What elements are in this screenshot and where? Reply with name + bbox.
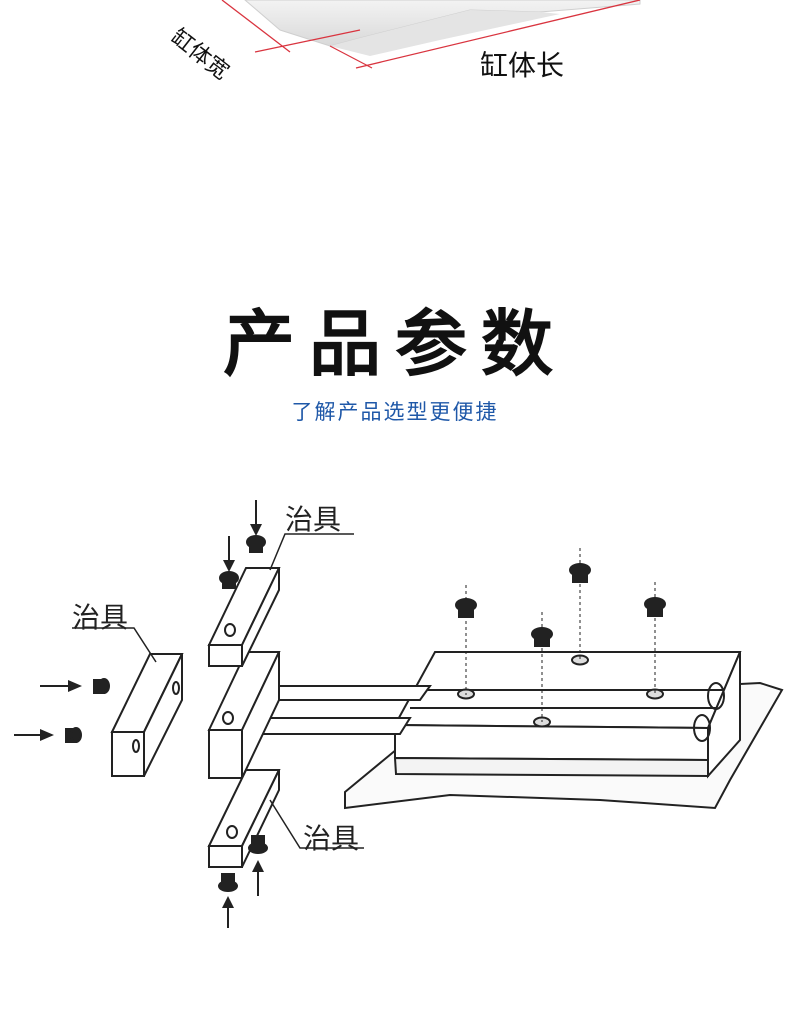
arrow-icon bbox=[250, 500, 262, 536]
arrow-icon bbox=[40, 680, 82, 692]
leader-line-bottom bbox=[269, 799, 364, 849]
screw-icon bbox=[644, 597, 666, 617]
length-dimension-line bbox=[355, 0, 641, 69]
port-hole bbox=[707, 682, 725, 710]
screw-icon bbox=[531, 627, 553, 647]
fixture-bar-bottom bbox=[207, 769, 281, 868]
leader-line-left bbox=[72, 627, 157, 663]
width-extension-line bbox=[254, 29, 361, 53]
section-subtitle: 了解产品选型更便捷 bbox=[291, 400, 499, 424]
end-plate bbox=[207, 651, 281, 779]
fixture-label-bottom: 治具 bbox=[303, 822, 360, 855]
cylinder-dimension-figure bbox=[221, 0, 641, 69]
section-title: 产品参数 bbox=[222, 302, 567, 386]
fixture-bar-top bbox=[207, 567, 281, 667]
screw-hole bbox=[646, 688, 664, 700]
arrow-icon bbox=[252, 860, 264, 896]
screw-icon bbox=[219, 571, 239, 589]
width-dimension-line bbox=[221, 0, 291, 53]
cylinder-shadow bbox=[330, 10, 560, 56]
slide-cylinder bbox=[393, 651, 742, 779]
arrow-icon bbox=[223, 536, 235, 572]
fixture-label-left: 治具 bbox=[72, 601, 129, 634]
cylinder-length-label: 缸体长 bbox=[480, 49, 565, 82]
arrow-icon bbox=[14, 729, 54, 741]
port-hole bbox=[693, 714, 711, 742]
fixture-label-top: 治具 bbox=[285, 503, 342, 536]
screw-icon bbox=[455, 598, 477, 618]
screw-icon bbox=[248, 835, 268, 854]
screw-icon bbox=[246, 535, 266, 553]
length-extension-line bbox=[329, 45, 373, 69]
arrow-icon bbox=[222, 896, 234, 928]
screw-axis-lines bbox=[465, 548, 656, 722]
leader-line-top bbox=[269, 533, 354, 571]
screw-icon bbox=[569, 563, 591, 583]
screw-icon bbox=[218, 873, 238, 892]
mounting-diagram bbox=[14, 500, 784, 928]
fixture-block-left bbox=[110, 653, 184, 777]
screw-hole bbox=[571, 654, 589, 666]
screw-icon bbox=[65, 727, 82, 743]
screw-icon bbox=[93, 678, 110, 694]
